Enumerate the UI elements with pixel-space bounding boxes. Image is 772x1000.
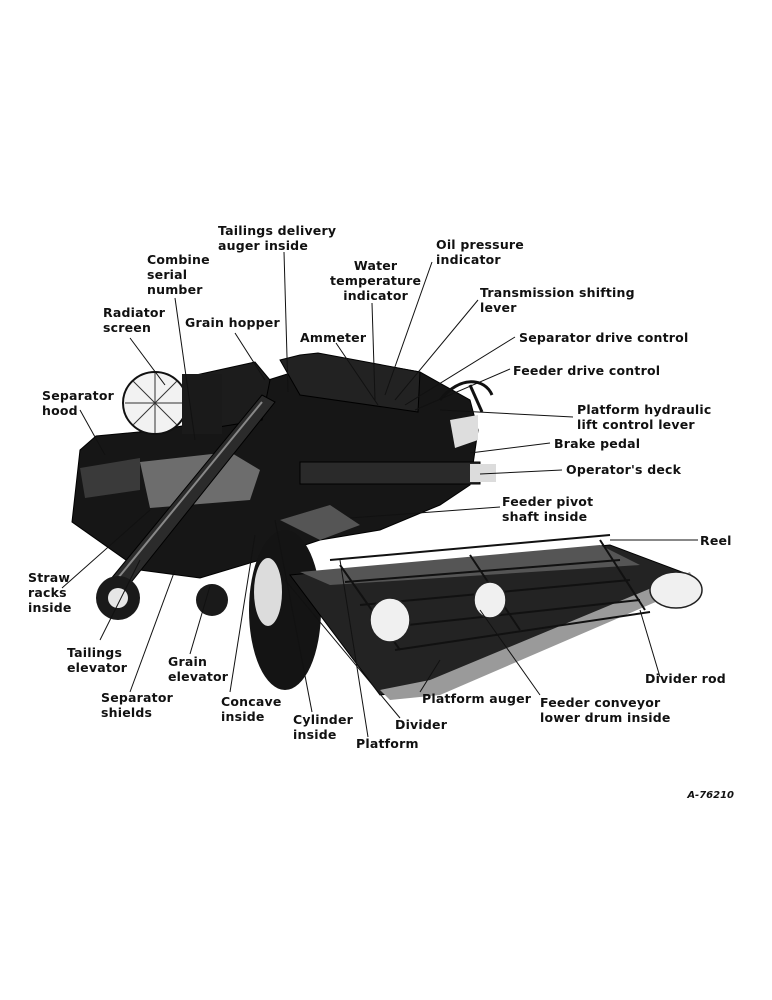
label-reel: Reel [700,533,732,548]
label-platform: Platform [356,736,419,751]
label-tailings-delivery-auger: Tailings delivery auger inside [218,223,337,253]
label-divider-rod: Divider rod [645,671,726,686]
reel-discs [369,571,703,643]
label-feeder-pivot-shaft: Feeder pivot shaft inside [502,494,594,524]
label-operators-deck: Operator's deck [566,462,682,477]
label-radiator-screen: Radiator screen [103,305,166,335]
body-highlights [80,415,496,540]
label-cylinder: Cylinder inside [293,712,353,742]
label-separator-drive-control: Separator drive control [519,330,689,345]
label-grain-hopper: Grain hopper [185,315,280,330]
label-oil-pressure-indicator: Oil pressure indicator [436,237,524,267]
label-feeder-conveyor: Feeder conveyor lower drum inside [540,695,671,725]
label-combine-serial-number: Combine serial number [147,252,210,297]
label-tailings-elevator: Tailings elevator [67,645,128,675]
label-feeder-drive-control: Feeder drive control [513,363,661,378]
radiator-screen-shape [122,371,222,435]
label-grain-elevator: Grain elevator [168,654,229,684]
label-platform-hydraulic-lift: Platform hydraulic lift control lever [577,402,712,432]
label-ammeter: Ammeter [300,330,367,345]
label-concave: Concave inside [221,694,282,724]
leader-lines [61,251,698,738]
platform-header [289,544,695,700]
label-transmission-shifting-lever: Transmission shifting lever [480,285,635,315]
operator-station [438,380,494,413]
label-separator-shields: Separator shields [101,690,173,720]
label-straw-racks: Straw racks inside [28,570,72,615]
label-water-temperature-indicator: Water temperature indicator [330,258,422,303]
label-divider: Divider [395,717,448,732]
label-brake-pedal: Brake pedal [554,436,641,451]
figure-id: A-76210 [687,790,734,801]
label-separator-hood: Separator hood [42,388,114,418]
label-platform-auger: Platform auger [422,691,532,706]
